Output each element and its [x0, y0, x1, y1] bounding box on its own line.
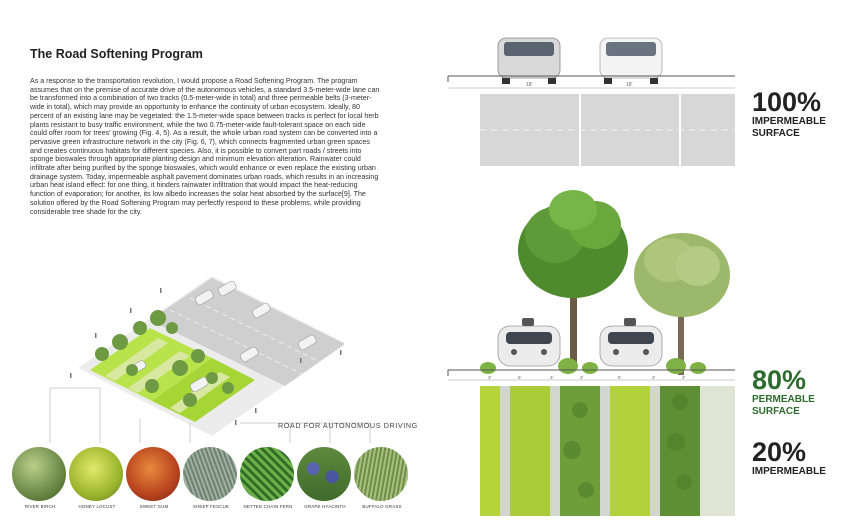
road-section-diagram: 18' 18': [447, 37, 735, 516]
tree-icons: [95, 310, 234, 407]
page-title: The Road Softening Program: [30, 47, 203, 61]
tree-icon: [518, 190, 628, 370]
stat-label: SURFACE: [752, 405, 800, 417]
plant-palette: RIVER BIRCH HONEY LOCUST SWEET GUM SHEEP…: [12, 447, 412, 517]
plant-image: [126, 447, 180, 501]
plant-label: BUFFALO GRASS: [362, 504, 402, 509]
plant-image: [240, 447, 294, 501]
plant-river-birch: RIVER BIRCH: [12, 447, 68, 509]
stat-label: IMPERMEABLE: [752, 116, 826, 127]
stat-percent: 100%: [752, 87, 822, 117]
stat-label: PERMEABLE: [752, 394, 815, 405]
stat-percent: 20%: [752, 437, 807, 467]
car-front-icon: [497, 37, 561, 84]
stat-label: SURFACE: [752, 127, 800, 139]
plant-sheep-fescue: SHEEP FESCUE: [183, 447, 239, 509]
stat-impermeable-part: 20% IMPERMEABLE: [752, 439, 826, 478]
stat-permeable: 80% PERMEABLE SURFACE: [752, 367, 815, 417]
softened-road-section: 3' 6' 3' 3' 6' 3' 3': [447, 190, 735, 516]
car-front-icon: [599, 37, 663, 84]
autonomous-car-icon: [599, 318, 663, 367]
pedestrian-icons: [70, 288, 342, 425]
vegetated-plan: [480, 386, 735, 516]
plant-sweet-gum: SWEET GUM: [126, 447, 182, 509]
plant-netted-chain-fern: NETTED CHAIN FERN: [240, 447, 296, 509]
plant-buffalo-grass: BUFFALO GRASS: [354, 447, 410, 509]
stat-label: IMPERMEABLE: [752, 466, 826, 477]
dimension-label: 18': [626, 82, 633, 88]
callout-lines: [49, 387, 371, 443]
plant-label: SHEEP FESCUE: [192, 504, 230, 509]
stat-percent: 80%: [752, 365, 807, 395]
plant-honey-locust: HONEY LOCUST: [69, 447, 125, 509]
autonomous-car-icon: [497, 318, 561, 367]
plant-label: NETTED CHAIN FERN: [243, 504, 293, 509]
plant-grape-hyacinth: GRAPE HYACINTH: [297, 447, 353, 509]
dimension-label: 3': [488, 375, 492, 380]
green-belt: [90, 328, 212, 401]
plant-image: [354, 447, 408, 501]
plant-image: [183, 447, 237, 501]
dimension-label: 3': [682, 375, 686, 380]
axonometric-road-illustration: [49, 276, 371, 443]
conventional-road-section: 18' 18': [447, 37, 735, 166]
dimension-label: 6': [618, 375, 622, 380]
plant-label: SWEET GUM: [139, 504, 169, 509]
plant-label: HONEY LOCUST: [78, 504, 116, 509]
stat-impermeable-full: 100% IMPERMEABLE SURFACE: [752, 89, 826, 139]
road-caption: ROAD FOR AUTONOMOUS DRIVING: [278, 421, 418, 430]
plant-image: [12, 447, 66, 501]
plant-label: RIVER BIRCH: [24, 504, 56, 509]
dimension-label: 3': [580, 375, 584, 380]
plant-label: GRAPE HYACINTH: [304, 504, 346, 509]
dimension-label: 3': [652, 375, 656, 380]
plant-image: [297, 447, 351, 501]
plant-image: [69, 447, 123, 501]
dimension-label: 6': [518, 375, 522, 380]
body-paragraph: As a response to the transportation revo…: [30, 77, 380, 216]
dimension-label: 3': [550, 375, 554, 380]
dimension-label: 18': [526, 82, 533, 88]
tree-icon: [634, 233, 730, 375]
